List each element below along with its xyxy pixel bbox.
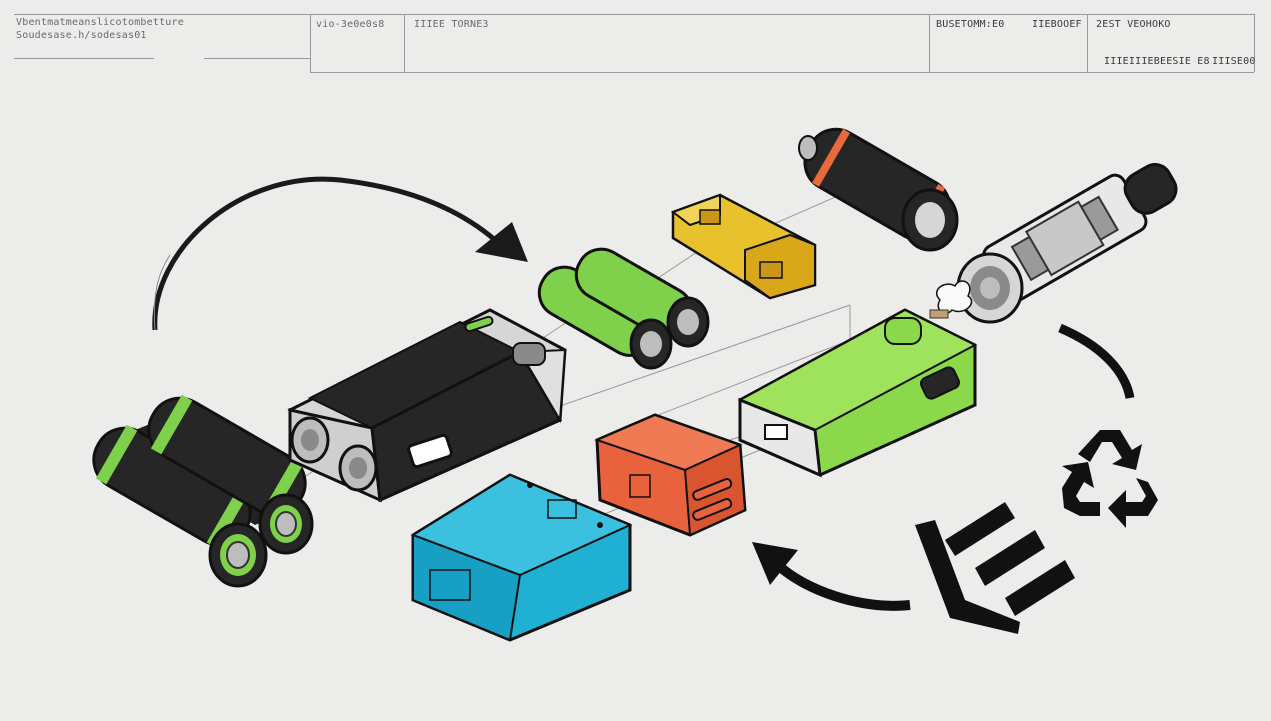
cell-f: IIIEIIIEBEESIE E8 [1104,56,1210,67]
title-block: Vbentmatmeanslicotombetture Soudesase.h/… [14,14,1256,74]
cell-e: 2EST VEOHOKO [1096,19,1171,30]
cell-a: vio-3e0e0s8 [316,19,385,30]
green-module [737,308,978,478]
yellow-bracket [670,193,817,300]
title-line-2: Soudesase.h/sodesas01 [16,30,147,41]
atomizer-tank [929,163,1178,324]
cell-g: IIISE00 [1212,56,1256,67]
curve-mark [1058,323,1135,399]
curved-arrow-icon [152,176,528,331]
main-device-body [287,308,567,503]
title-line-1: Vbentmatmeanslicotombetture [16,17,184,28]
cell-c: BUSETOMM:E0 [936,19,1005,30]
battery-pair-left [92,394,314,588]
disposal-arrow-icon [752,502,1075,634]
blue-block [410,473,633,642]
cell-d: IIEBOOEF [1032,19,1082,30]
black-cylinder [798,127,959,252]
cell-b: IIIEE TORNE3 [414,19,489,30]
orange-block [594,413,747,537]
battery-pair-green [537,247,710,370]
recycle-icon [1062,430,1158,528]
